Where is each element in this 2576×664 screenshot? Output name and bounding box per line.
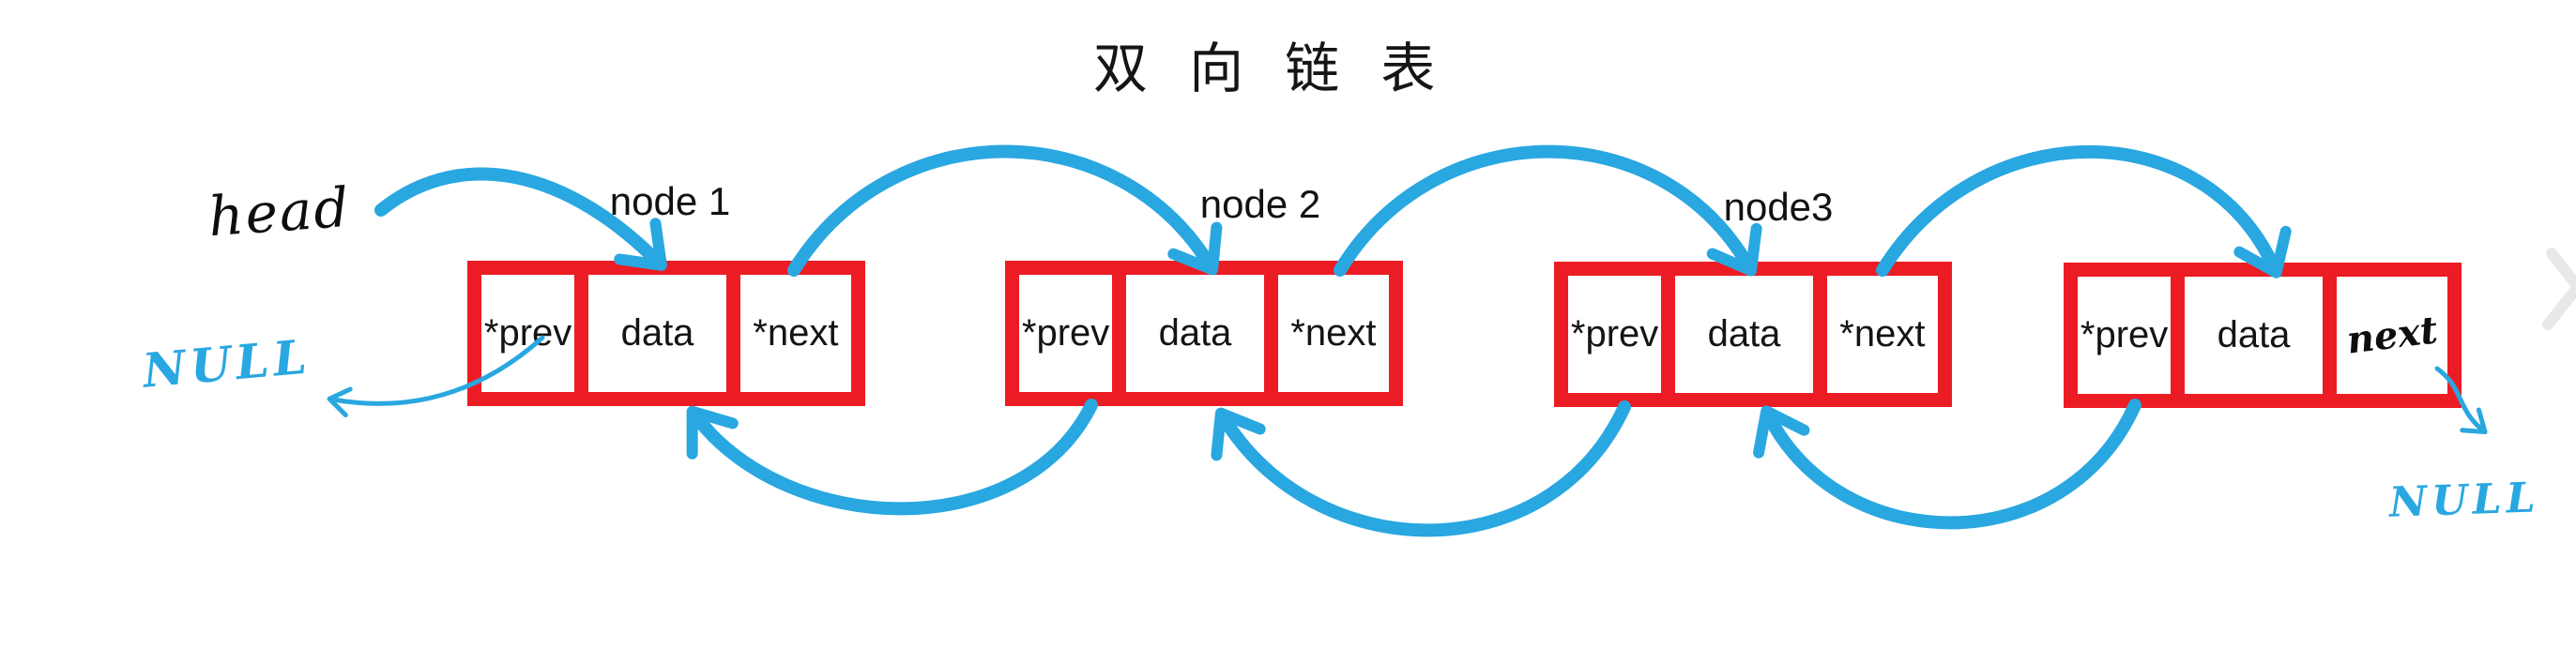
prev-pointer-arrow-2 (1211, 400, 1631, 537)
next-pointer-arrow-1 (787, 144, 1223, 277)
node4-data-cell: data (2185, 277, 2337, 394)
node4-prev-cell: *prev (2078, 277, 2186, 394)
next-pointer-arrow-2 (1334, 144, 1762, 277)
node3-label: node3 (1723, 185, 1834, 229)
prev-pointer-arrow-3 (1753, 399, 2142, 530)
node1-prev-cell: *prev (481, 275, 589, 392)
node1-box: *prev data *next (467, 261, 865, 406)
node3-next-cell: *next (1839, 313, 1926, 355)
node1-next-cell: *next (753, 312, 839, 354)
node4-box: *prev data next (2064, 263, 2462, 408)
prev-pointer-arrow-1 (686, 399, 1098, 516)
next-page-chevron-icon[interactable] (2542, 248, 2576, 330)
node3-data-cell: data (1675, 276, 1827, 393)
node2-prev-cell: *prev (1019, 275, 1127, 392)
node3-prev-cell: *prev (1568, 276, 1676, 393)
head-label: head (206, 174, 353, 249)
page-title: 双 向 链 表 (1093, 38, 1449, 99)
node2-label: node 2 (1199, 182, 1321, 226)
node2-data-cell: data (1126, 275, 1278, 392)
null-left-label: NULL (140, 328, 313, 399)
node1-label: node 1 (609, 179, 731, 223)
node3-box: *prev data *next (1554, 262, 1952, 407)
node2-next-cell: *next (1290, 312, 1377, 354)
next-pointer-arrow-3 (1876, 145, 2292, 279)
null-right-label: NULL (2388, 474, 2541, 527)
node1-data-cell: data (588, 275, 740, 392)
node4-next-cell-handwritten: next (2343, 308, 2440, 363)
node2-box: *prev data *next (1005, 261, 1403, 406)
